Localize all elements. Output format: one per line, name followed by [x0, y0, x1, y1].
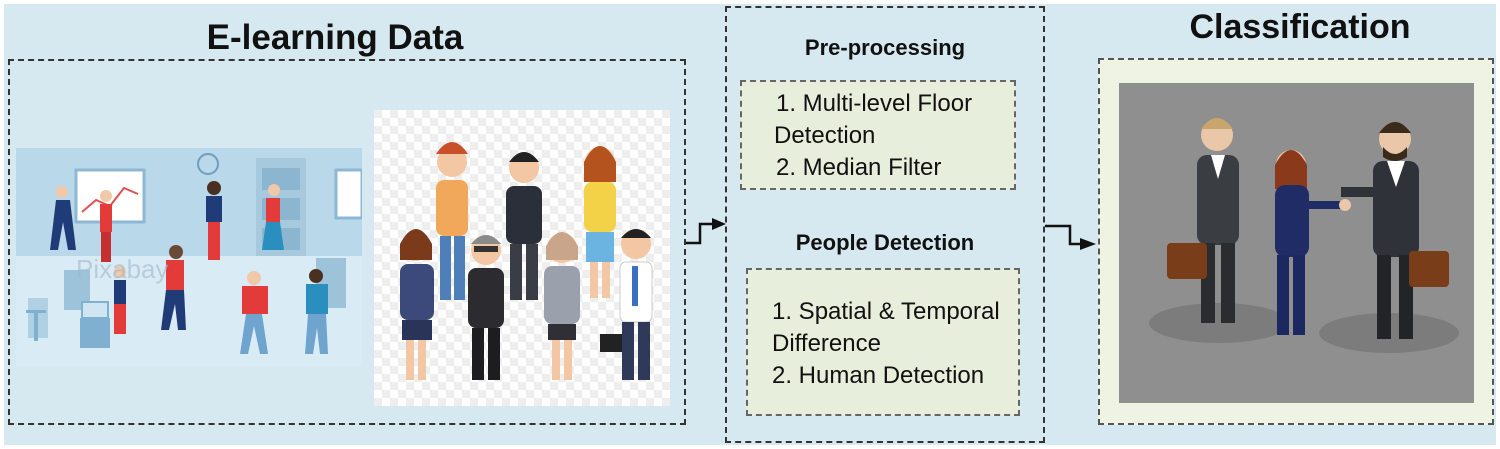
business-people-illustration [1119, 83, 1474, 403]
people-detection-title: People Detection [795, 230, 975, 255]
people-detection-step-2: 2. Human Detection [772, 362, 985, 389]
preprocessing-step-2: 2. Median Filter [776, 154, 942, 181]
elearning-frame [8, 59, 686, 425]
people-detection-steps: 1. Spatial & Temporal Difference 2. Huma… [746, 268, 1020, 416]
group-illustration [374, 110, 670, 406]
classification-title: Classification [1189, 8, 1411, 46]
people-detection-step-1: 1. Spatial & Temporal [772, 298, 1000, 325]
people-detection-step-1-cont: Difference [772, 330, 881, 357]
preprocessing-step-1: 1. Multi-level Floor [776, 90, 973, 117]
elearning-title: E-learning Data [206, 18, 464, 57]
preprocessing-step-1-cont: Detection [774, 122, 876, 149]
svg-text:Pixabay: Pixabay [76, 254, 169, 284]
preprocessing-steps: 1. Multi-level Floor Detection 2. Median… [740, 80, 1016, 190]
office-illustration: Pixabay [16, 148, 362, 366]
preprocessing-title: Pre-processing [804, 35, 966, 60]
processing-frame [725, 6, 1045, 443]
